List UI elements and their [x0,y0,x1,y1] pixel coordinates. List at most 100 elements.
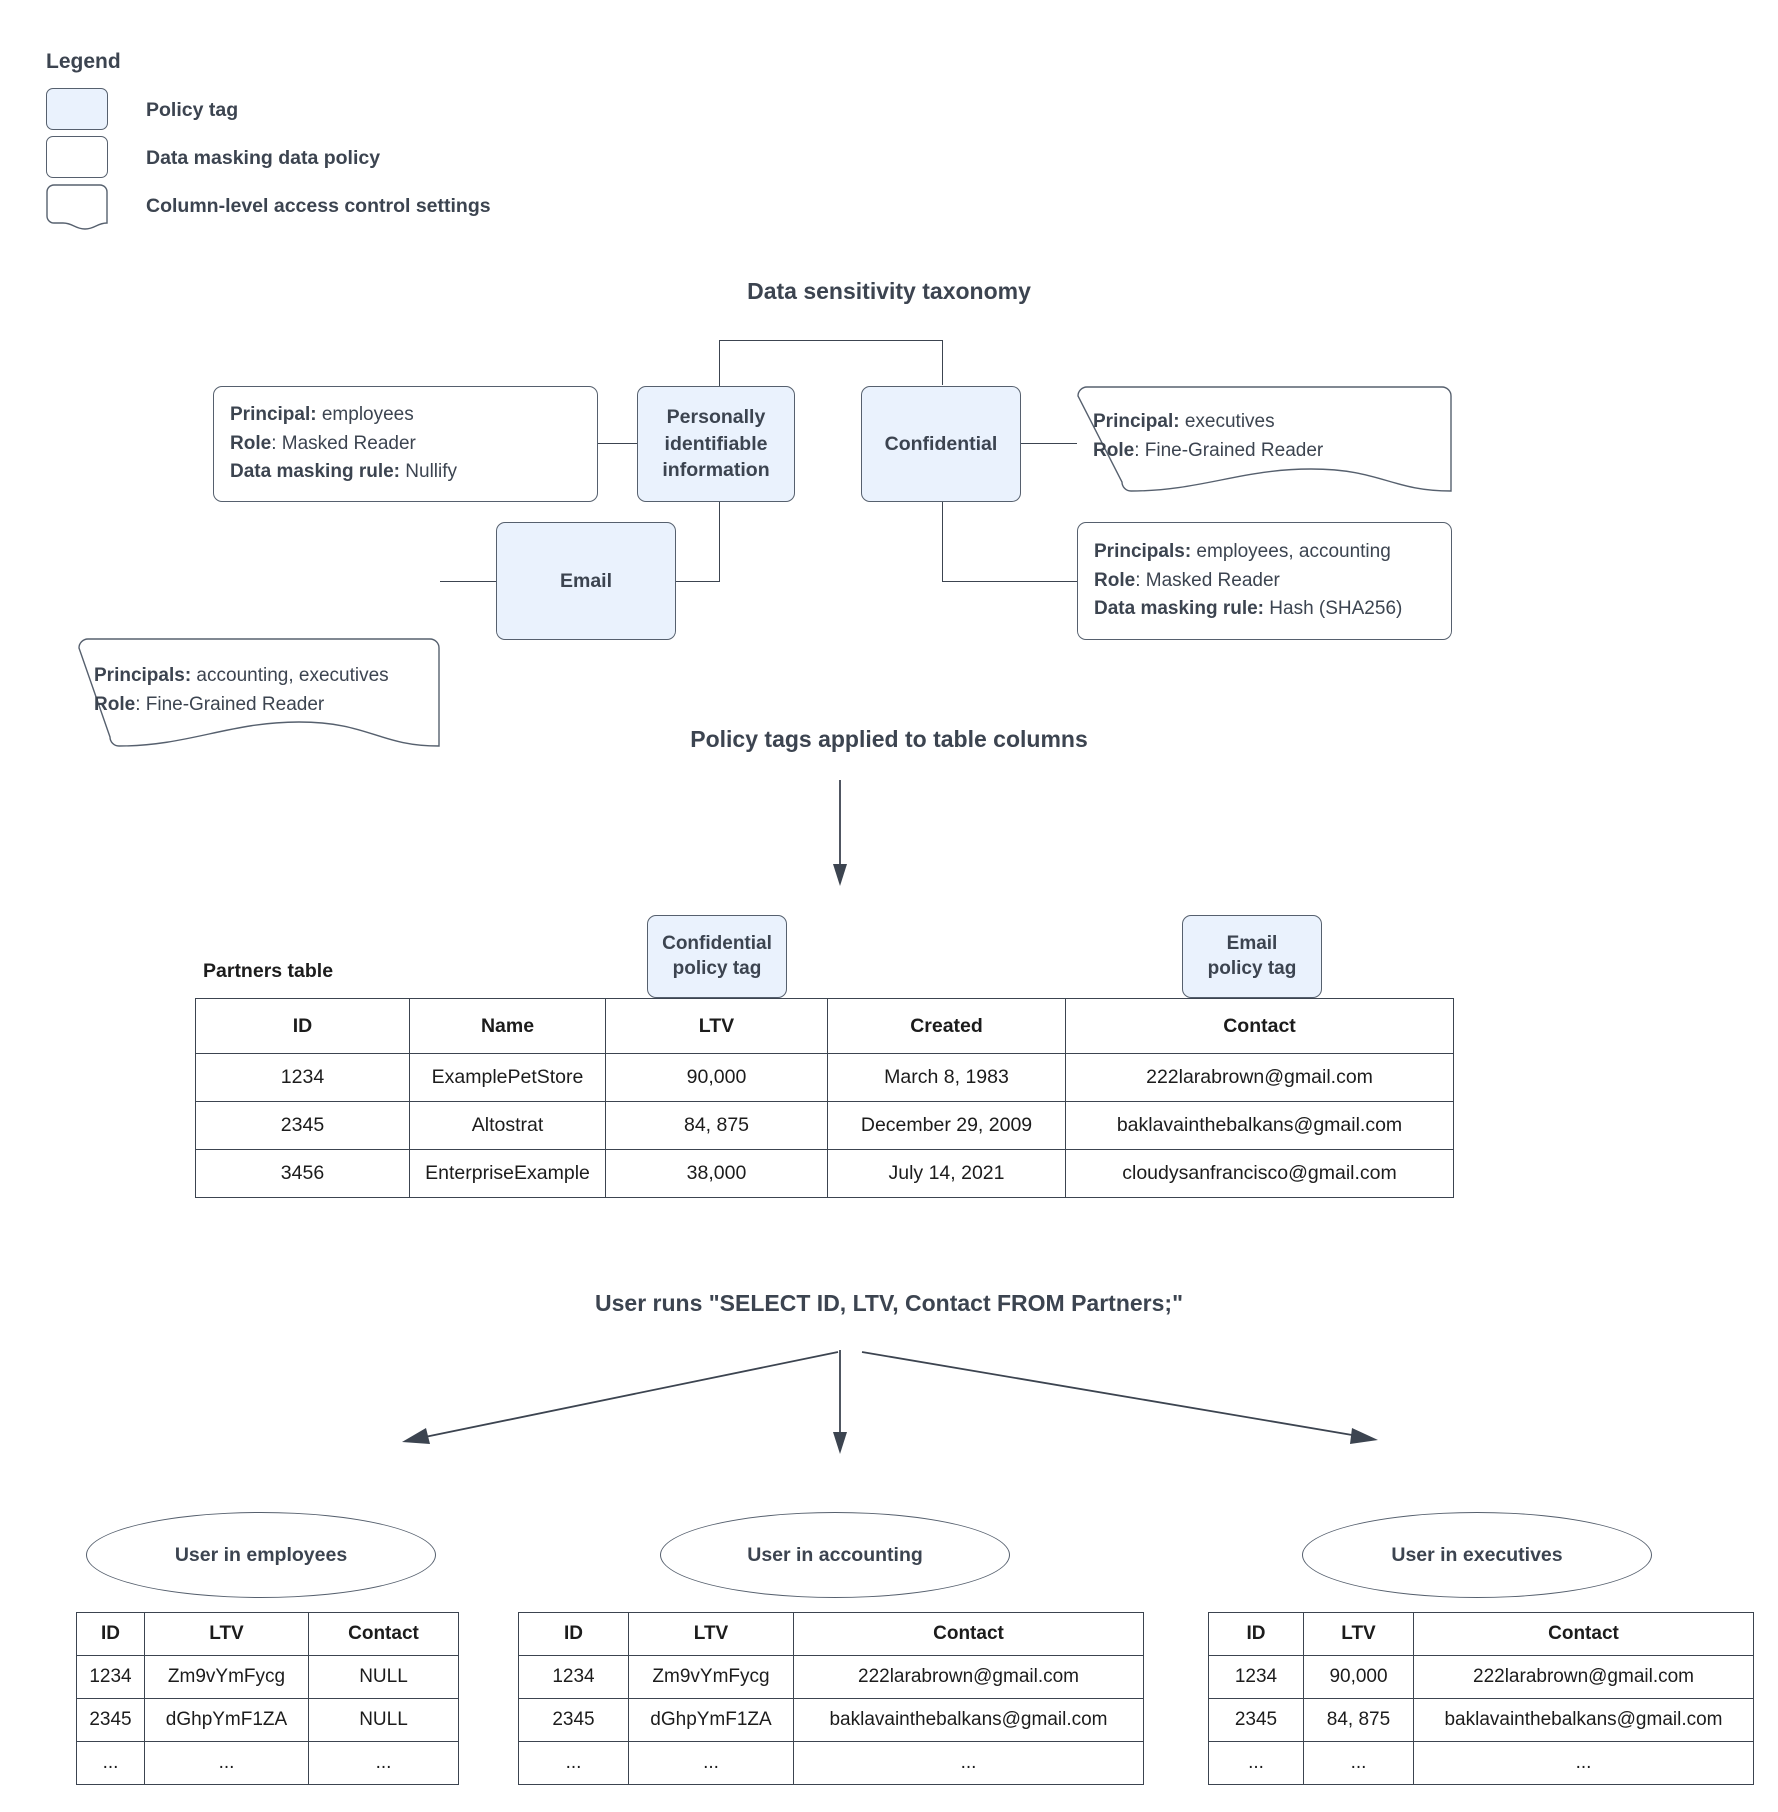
table-cell: 2345 [518,1698,629,1742]
policy-tag-swatch-icon [46,88,110,132]
legend-item-label: Column-level access control settings [146,194,491,217]
policy-tag-node-label: Personally identifiable information [662,406,770,482]
arrow-down-to-table-icon [833,780,847,886]
table-row: 2345 Altostrat 84, 875 December 29, 2009… [195,1101,1454,1150]
policy-tag-chip-line2: policy tag [1207,957,1297,979]
result-table-employees: ID LTV Contact 1234 Zm9vYmFycg NULL 2345… [76,1612,459,1785]
branching-arrows-icon [402,1350,1378,1454]
column-header: Contact [1413,1612,1754,1656]
table-cell: 90,000 [1303,1655,1414,1699]
connector-pii-email-v [719,502,721,582]
callout-value: accounting, executives [191,665,389,686]
table-cell: 1234 [195,1053,410,1102]
table-cell: 2345 [195,1101,410,1150]
table-cell: baklavainthebalkans@gmail.com [793,1698,1144,1742]
policy-tag-chip-line1: Email [1226,932,1278,954]
table-cell: 90,000 [605,1053,828,1102]
table-row: 1234 Zm9vYmFycg 222larabrown@gmail.com [518,1655,1144,1699]
legend-item-label: Policy tag [146,98,239,121]
table-header-row: ID LTV Contact [76,1612,459,1656]
table-cell: December 29, 2009 [827,1101,1066,1150]
column-header: ID [1208,1612,1304,1656]
column-header: Contact [793,1612,1144,1656]
table-cell: 3456 [195,1149,410,1198]
column-header: Name [409,998,606,1054]
connector-pii-masking [597,443,637,445]
table-cell: Zm9vYmFycg [144,1655,309,1699]
table-cell: cloudysanfrancisco@gmail.com [1065,1149,1454,1198]
column-header: Contact [1065,998,1454,1054]
table-header-row: ID Name LTV Created Contact [195,998,1454,1054]
policy-tag-node-confidential[interactable]: Confidential [861,386,1021,502]
callout-confidential-access-control: Principal: executives Role: Fine-Grained… [1077,386,1452,502]
policy-tag-node-pii[interactable]: Personally identifiable information [637,386,795,502]
policy-tag-chip-line1: Confidential [662,932,772,954]
table-cell: ... [628,1741,794,1785]
callout-key: Principals: [94,665,192,686]
column-header: ID [76,1612,145,1656]
table-cell: NULL [308,1698,459,1742]
connector-confidential-masking-v [942,502,944,582]
connector-bracket-top [719,340,943,342]
table-cell: March 8, 1983 [827,1053,1066,1102]
callout-confidential-data-masking: Principals: employees, accounting Role: … [1077,522,1452,640]
result-role-employees: User in employees [86,1512,436,1598]
table-cell: ... [308,1741,459,1785]
role-label: User in executives [1391,1543,1563,1566]
table-row: 3456 EnterpriseExample 38,000 July 14, 2… [195,1149,1454,1198]
table-row: 1234 ExamplePetStore 90,000 March 8, 198… [195,1053,1454,1102]
table-cell: ... [1303,1741,1414,1785]
legend-title: Legend [46,50,121,73]
table-cell: 1234 [518,1655,629,1699]
policy-tag-node-email[interactable]: Email [496,522,676,640]
table-cell: NULL [308,1655,459,1699]
table-cell: Zm9vYmFycg [628,1655,794,1699]
table-row: 2345 dGhpYmF1ZA baklavainthebalkans@gmai… [518,1698,1144,1742]
query-section-title: User runs "SELECT ID, LTV, Contact FROM … [595,1290,1183,1316]
callout-pii-data-masking: Principal: employees Role: Masked Reader… [213,386,598,502]
legend-item-data-masking-policy: Data masking data policy [46,134,491,182]
partners-table-caption: Partners table [203,960,334,982]
connector-bracket-right [942,340,944,385]
table-cell: July 14, 2021 [827,1149,1066,1198]
table-row: 1234 90,000 222larabrown@gmail.com [1208,1655,1754,1699]
table-cell: 222larabrown@gmail.com [793,1655,1144,1699]
table-cell: 222larabrown@gmail.com [1065,1053,1454,1102]
callout-value: executives [1179,411,1275,432]
connector-email-access [440,581,496,583]
policy-tag-chip-line2: policy tag [672,957,762,979]
table-cell: 2345 [76,1698,145,1742]
table-cell: ... [76,1741,145,1785]
callout-email-access-control: Principals: accounting, executives Role:… [78,638,440,756]
column-header: LTV [144,1612,309,1656]
table-cell: ... [1208,1741,1304,1785]
partners-table: ID Name LTV Created Contact 1234 Example… [195,998,1454,1198]
callout-value: : Fine-Grained Reader [1134,439,1324,461]
connector-bracket-left [719,340,721,395]
policy-tag-chip-confidential[interactable]: Confidential policy tag [647,915,787,998]
data-masking-policy-swatch-icon [46,136,110,180]
policy-tag-chip-email[interactable]: Email policy tag [1182,915,1322,998]
connector-confidential-access [1021,443,1077,445]
role-label: User in employees [174,1543,348,1566]
column-header: ID [518,1612,629,1656]
table-cell: ... [793,1741,1144,1785]
legend-item-label: Data masking data policy [146,146,381,169]
table-cell: baklavainthebalkans@gmail.com [1413,1698,1754,1742]
callout-value: : Masked Reader [1135,569,1280,591]
result-table-executives: ID LTV Contact 1234 90,000 222larabrown@… [1208,1612,1754,1785]
table-cell: dGhpYmF1ZA [628,1698,794,1742]
callout-value: : Masked Reader [271,432,416,454]
table-cell: Altostrat [409,1101,606,1150]
applied-section-title: Policy tags applied to table columns [690,726,1088,752]
column-header: LTV [1303,1612,1414,1656]
column-header: LTV [628,1612,794,1656]
table-cell: 2345 [1208,1698,1304,1742]
table-cell: ... [518,1741,629,1785]
table-row: ... ... ... [518,1741,1144,1785]
table-header-row: ID LTV Contact [518,1612,1144,1656]
legend: Legend Policy tag Data masking data poli… [46,50,491,230]
table-cell: 84, 875 [1303,1698,1414,1742]
table-cell: baklavainthebalkans@gmail.com [1065,1101,1454,1150]
table-cell: 222larabrown@gmail.com [1413,1655,1754,1699]
